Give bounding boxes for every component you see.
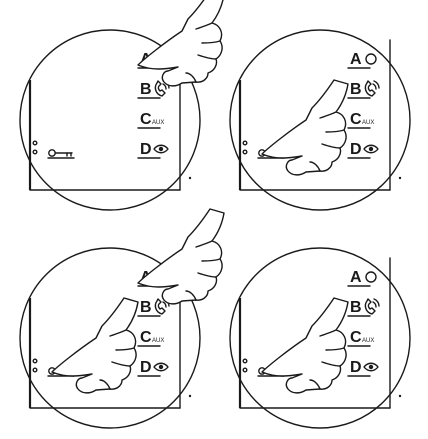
pointing-hand-icon [261,79,349,176]
pointing-hand-icon [51,297,139,394]
button-letter: B [140,299,152,316]
button-a: A [350,51,377,68]
button-letter: B [140,81,152,98]
button-letter: B [350,299,362,316]
button-letter: B [350,81,362,98]
button-letter: C [350,329,362,346]
button-letter: D [350,141,362,158]
button-d: D [350,141,379,158]
button-d: D [140,141,169,158]
button-letter: A [350,51,362,68]
key-icon [48,149,73,157]
button-letter: D [140,359,152,376]
circle-icon [365,53,377,65]
aux-label: AUX [362,338,374,344]
button-letter: D [140,141,152,158]
pointing-hand-icon [137,0,225,87]
aux-label: AUX [362,120,374,126]
button-letter: D [350,359,362,376]
eye-icon [153,144,169,154]
pointing-hand-icon [137,208,225,305]
pointing-hand-icon [261,297,349,394]
button-d: D [350,359,379,376]
button-b: B [350,298,380,316]
button-letter: C [140,111,152,128]
circle-icon [365,271,377,283]
button-letter: A [350,269,362,286]
eye-icon [363,362,379,372]
phone-icon [364,298,380,315]
button-b: B [350,80,380,98]
aux-label: AUX [152,338,164,344]
eye-icon [363,144,379,154]
aux-label: AUX [152,120,164,126]
button-letter: C [140,329,152,346]
eye-icon [153,362,169,372]
button-a: A [350,269,377,286]
button-letter: C [350,111,362,128]
phone-icon [364,80,380,97]
button-d: D [140,359,169,376]
